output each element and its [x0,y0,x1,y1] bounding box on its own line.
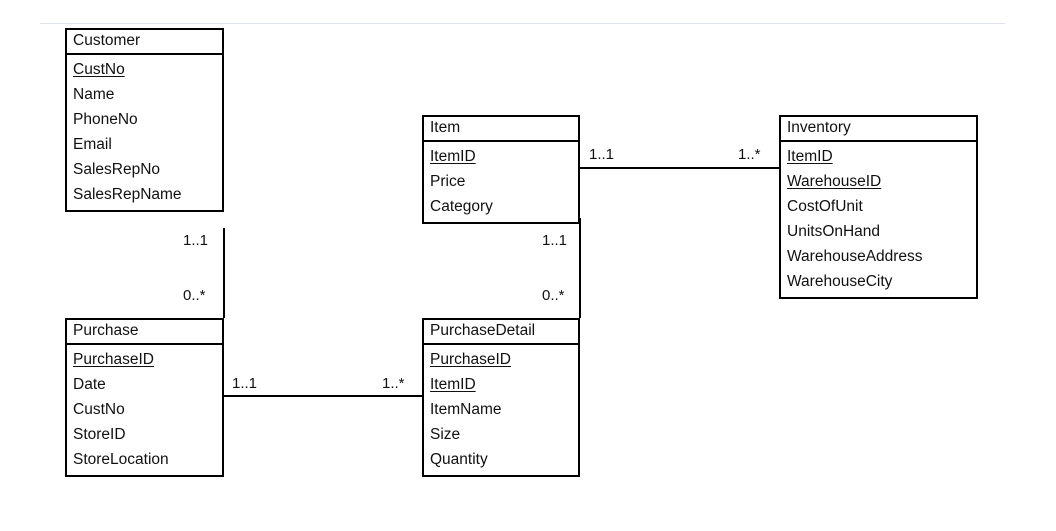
entity-customer-title: Customer [67,30,222,55]
attribute-costofunit: CostOfUnit [787,198,863,215]
multiplicity-customer-purchase-source: 1..1 [182,232,210,249]
attribute-warehouseaddress: WarehouseAddress [787,248,923,265]
entity-customer[interactable]: Customer CustNo Name PhoneNo Email Sales… [65,28,224,212]
attribute-custno: CustNo [73,401,125,418]
attribute-quantity: Quantity [430,451,488,468]
multiplicity-item-purchasedetail-target: 0..* [541,287,566,304]
page-divider-rule [40,23,1005,24]
entity-inventory[interactable]: Inventory ItemID WarehouseID CostOfUnit … [779,115,978,299]
multiplicity-item-inventory-source: 1..1 [588,146,616,163]
attribute-purchaseid: PurchaseID [73,351,154,368]
multiplicity-customer-purchase-target: 0..* [182,287,207,304]
entity-inventory-attributes: ItemID WarehouseID CostOfUnit UnitsOnHan… [781,142,976,297]
attribute-custno: CustNo [73,61,125,78]
attribute-price: Price [430,173,466,190]
attribute-size: Size [430,426,461,443]
entity-purchase-attributes: PurchaseID Date CustNo StoreID StoreLoca… [67,345,222,475]
entity-inventory-title: Inventory [781,117,976,142]
multiplicity-purchase-purchasedetail-source: 1..1 [231,375,259,392]
entity-item-attributes: ItemID Price Category [424,142,578,222]
attribute-name: Name [73,86,115,103]
entity-purchasedetail-attributes: PurchaseID ItemID ItemName Size Quantity [424,345,578,475]
multiplicity-item-purchasedetail-source: 1..1 [541,232,569,249]
attribute-phoneno: PhoneNo [73,111,138,128]
attribute-storeid: StoreID [73,426,126,443]
attribute-salesrepno: SalesRepNo [73,161,161,178]
connector-purchase-purchasedetail [224,395,422,397]
attribute-warehousecity: WarehouseCity [787,273,893,290]
attribute-itemid: ItemID [430,376,476,393]
attribute-storelocation: StoreLocation [73,451,169,468]
attribute-email: Email [73,136,112,153]
attribute-itemid: ItemID [430,148,476,165]
attribute-purchaseid: PurchaseID [430,351,511,368]
attribute-category: Category [430,198,493,215]
entity-purchase[interactable]: Purchase PurchaseID Date CustNo StoreID … [65,318,224,477]
connector-customer-purchase [223,228,225,318]
attribute-itemname: ItemName [430,401,502,418]
entity-purchasedetail-title: PurchaseDetail [424,320,578,345]
attribute-itemid: ItemID [787,148,833,165]
multiplicity-purchase-purchasedetail-target: 1..* [381,375,406,392]
entity-purchasedetail[interactable]: PurchaseDetail PurchaseID ItemID ItemNam… [422,318,580,477]
attribute-warehouseid: WarehouseID [787,173,882,190]
attribute-salesrepname: SalesRepName [73,186,182,203]
entity-item[interactable]: Item ItemID Price Category [422,115,580,224]
attribute-date: Date [73,376,106,393]
entity-customer-attributes: CustNo Name PhoneNo Email SalesRepNo Sal… [67,55,222,210]
entity-item-title: Item [424,117,578,142]
connector-item-inventory [580,167,779,169]
entity-purchase-title: Purchase [67,320,222,345]
attribute-unitsonhand: UnitsOnHand [787,223,881,240]
connector-item-purchasedetail [579,218,581,318]
multiplicity-item-inventory-target: 1..* [737,146,762,163]
